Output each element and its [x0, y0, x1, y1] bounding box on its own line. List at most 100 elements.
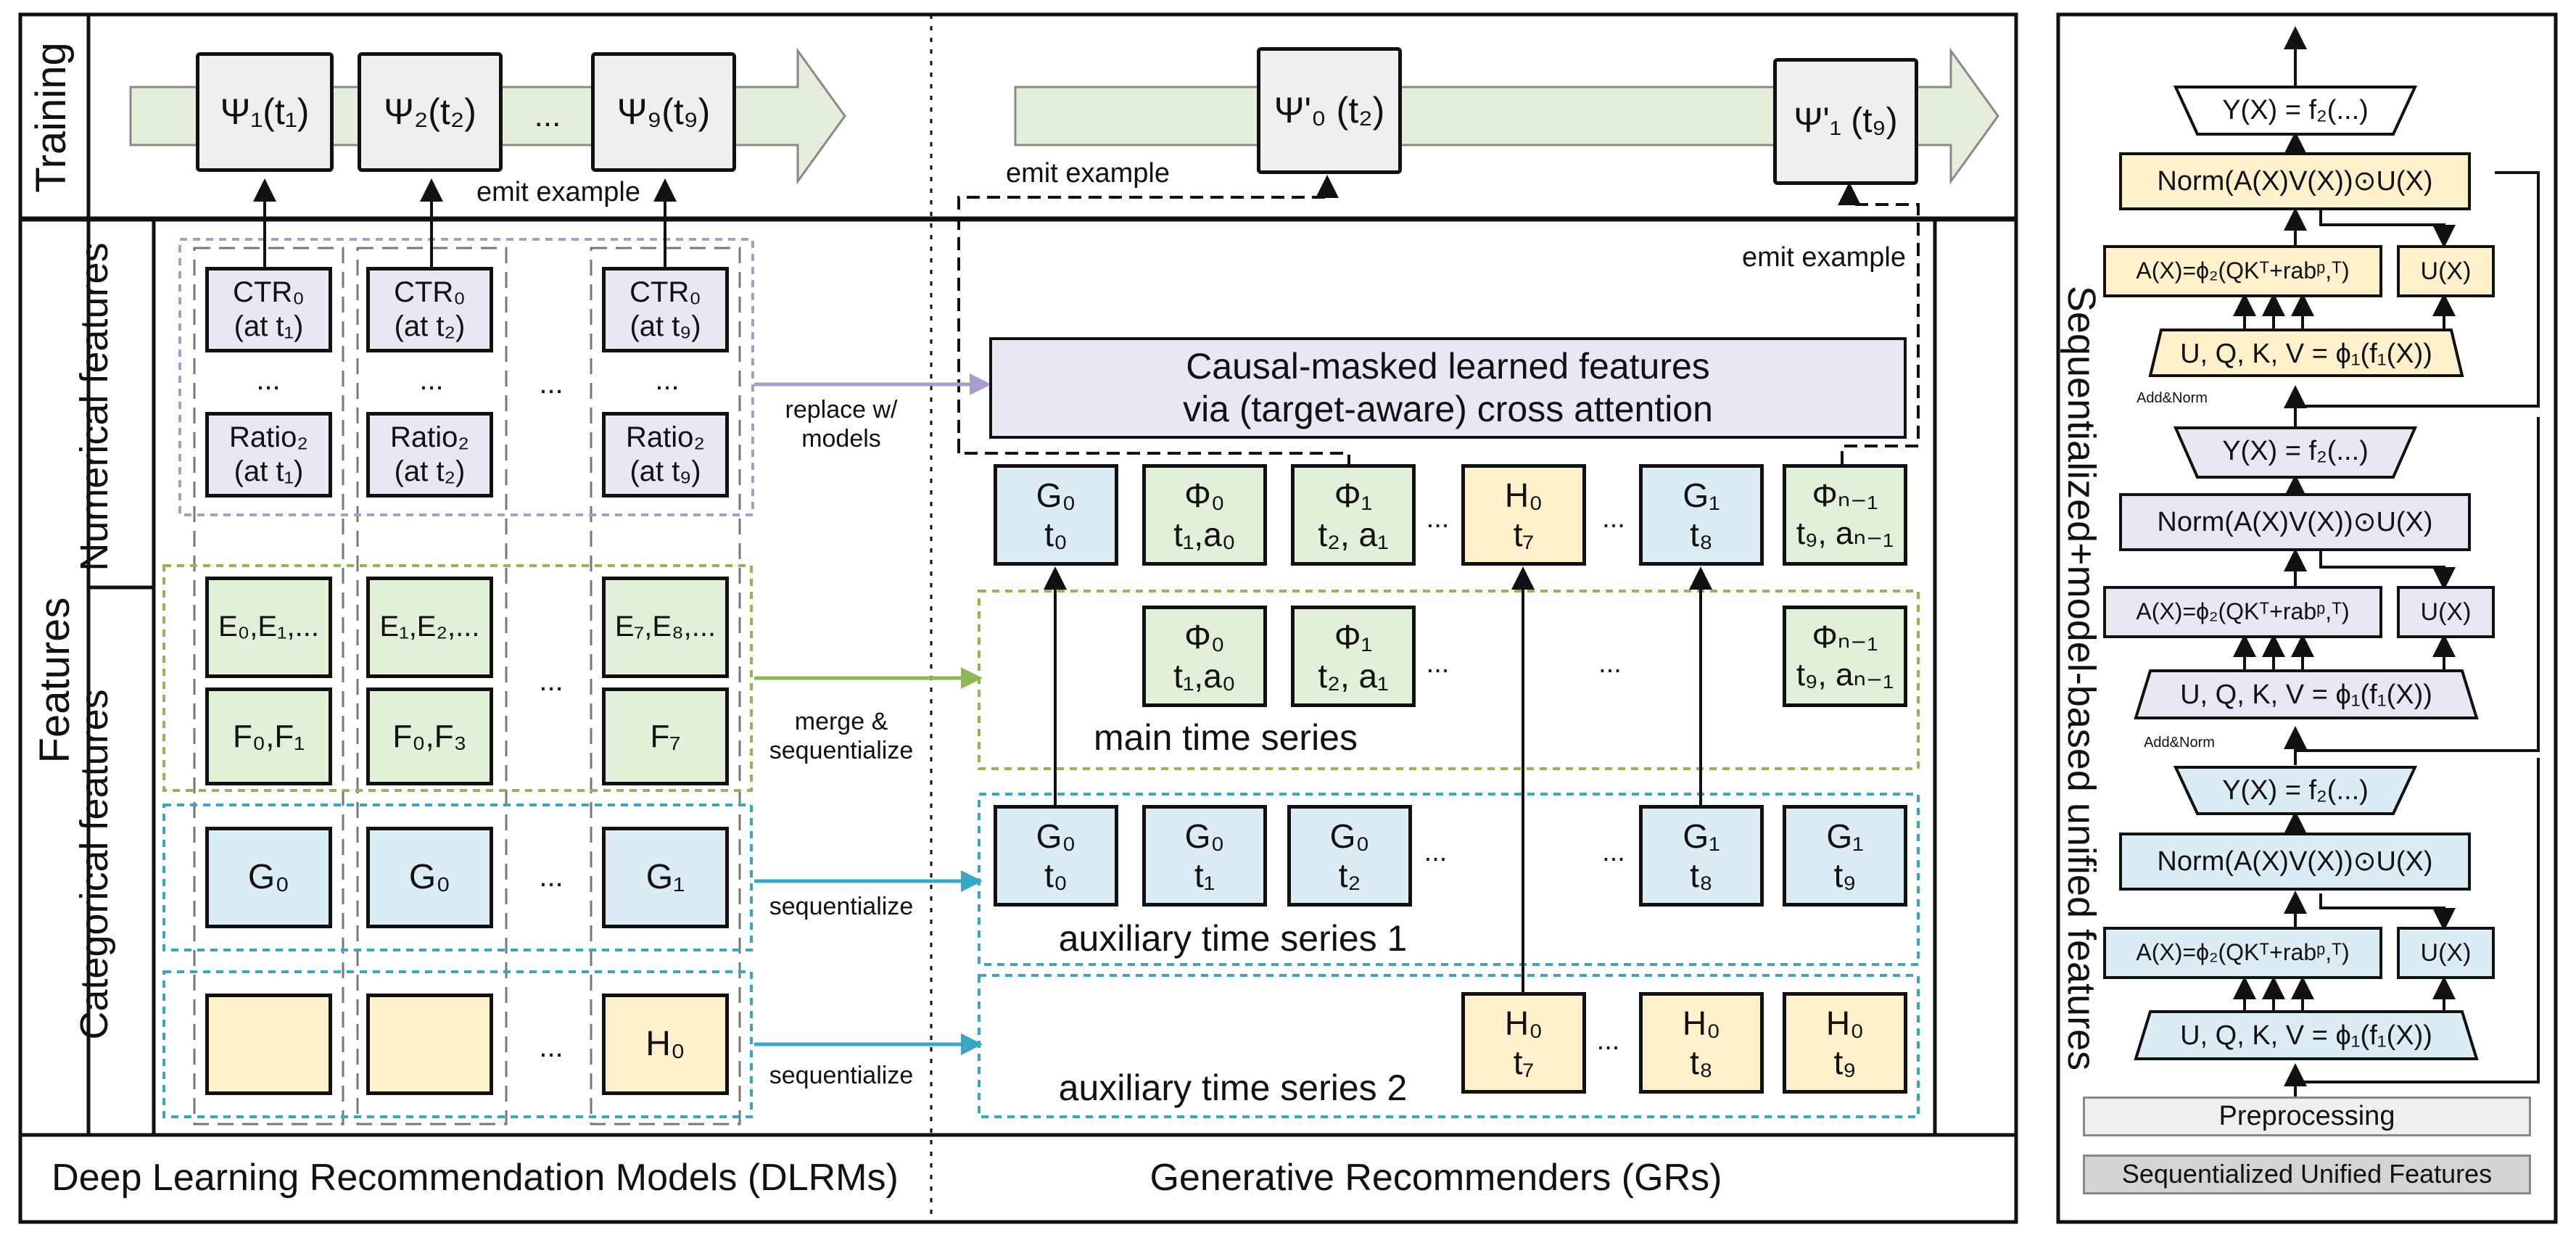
stack2-norm: Norm(A(X)V(X))⊙U(X): [2119, 493, 2471, 551]
stack1-uqkv-text: U, Q, K, V = ϕ₁(f₁(X)): [2180, 1020, 2432, 1051]
numerical-dots-4: ...: [655, 364, 680, 397]
main-dots-2: ...: [1598, 648, 1622, 679]
emit-label-right: emit example: [1742, 241, 1906, 273]
replace-label: replace w/models: [785, 395, 898, 453]
main-series-label: main time series: [1094, 717, 1358, 758]
h-box-t9: H₀: [602, 994, 729, 1095]
training-psi2: Ψ₂(t₂): [358, 52, 503, 172]
categorical-dots-1: ...: [539, 665, 564, 698]
g-box-t1: G₀: [205, 827, 332, 928]
aux1-series-label: auxiliary time series 1: [1058, 918, 1408, 959]
stack-preprocessing: Preprocessing: [2083, 1097, 2531, 1136]
stack-y-1: [2173, 766, 2418, 815]
g-box-t9: G₁: [602, 827, 729, 928]
stack2-uqkv-text: U, Q, K, V = ϕ₁(f₁(X)): [2180, 679, 2432, 710]
stack3-norm: Norm(A(X)V(X))⊙U(X): [2119, 152, 2471, 210]
ctr-box-t9: CTR₀(at t₉): [602, 267, 729, 352]
ctr-box-t1: CTR₀(at t₁): [205, 267, 332, 352]
stack-addnorm-1: Add&Norm: [2137, 390, 2208, 407]
categorical-dots-2: ...: [539, 861, 564, 893]
categorical-dots-3: ...: [539, 1031, 564, 1064]
ctr-box-t2: CTR₀(at t₂): [366, 267, 493, 352]
row-label-numerical: Numerical features: [73, 242, 116, 571]
bottom-label-dlrm: Deep Learning Recommendation Models (DLR…: [51, 1157, 899, 1199]
e-box-t2: E₁,E₂,...: [366, 577, 493, 678]
main-frame: [18, 12, 2018, 1224]
numerical-dots-3: ...: [539, 368, 564, 400]
stack3-a: A(X)=ϕ₂(QKᵀ+rabᵖ,ᵀ): [2103, 245, 2382, 297]
aux1-dots-2: ...: [1602, 836, 1625, 867]
stack-uqkv-2: [2134, 669, 2479, 719]
training-psi9: Ψ₉(t₉): [591, 52, 736, 172]
ratio-box-t2: Ratio₂(at t₂): [366, 412, 493, 497]
main-dots-1: ...: [1426, 648, 1450, 679]
f-box-t2: F₀,F₃: [366, 687, 493, 785]
g-box-t2: G₀: [366, 827, 493, 928]
row-label-features: Features: [30, 597, 78, 764]
training-psi1-prime: Ψ'₁ (t₉): [1773, 58, 1918, 185]
aux2-dots: ...: [1596, 1025, 1620, 1056]
stack3-uqkv-text: U, Q, K, V = ϕ₁(f₁(X)): [2180, 338, 2432, 369]
stack2-y-text: Y(X) = f₂(...): [2222, 435, 2369, 466]
stack-sequentialized-features: Sequentialized Unified Features: [2083, 1155, 2531, 1194]
numerical-dots-1: ...: [256, 364, 281, 397]
row-label-right: Sequentialized+model-based unified featu…: [2060, 285, 2103, 1071]
stack-uqkv-3: [2148, 329, 2464, 377]
training-psi0-prime: Ψ'₀ (t₂): [1257, 47, 1402, 174]
training-psi1: Ψ₁(t₁): [196, 52, 334, 172]
seq1-label: sequentialize: [769, 892, 914, 920]
stack-y-2: [2173, 426, 2418, 479]
training-band-right: [1014, 47, 1999, 185]
e-box-t9: E₇,E₈,...: [602, 577, 729, 678]
stack1-norm: Norm(A(X)V(X))⊙U(X): [2119, 833, 2471, 891]
stack2-a: A(X)=ϕ₂(QKᵀ+rabᵖ,ᵀ): [2103, 586, 2382, 638]
merge-label: merge &sequentialize: [769, 707, 914, 764]
top-dots-1: ...: [1426, 503, 1450, 534]
stack2-u: U(X): [2397, 586, 2495, 638]
training-ellipsis: ...: [534, 98, 561, 134]
aux2-series-label: auxiliary time series 2: [1058, 1068, 1408, 1108]
row-label-training: Training: [27, 42, 75, 193]
stack3-u: U(X): [2397, 245, 2495, 297]
stack-uqkv-1: [2134, 1010, 2479, 1060]
stack-frame: [2056, 12, 2558, 1224]
seq2-label: sequentialize: [769, 1061, 914, 1089]
ratio-box-t9: Ratio₂(at t₉): [602, 412, 729, 497]
bottom-label-gr: Generative Recommenders (GRs): [1149, 1157, 1722, 1199]
stack-addnorm-2: Add&Norm: [2144, 735, 2215, 751]
emit-label-left: emit example: [476, 176, 640, 207]
f-box-t9: F₇: [602, 687, 729, 785]
stack-y-3: [2173, 86, 2418, 136]
top-dots-2: ...: [1602, 503, 1625, 534]
e-box-t1: E₀,E₁,...: [205, 577, 332, 678]
stack1-a: A(X)=ϕ₂(QKᵀ+rabᵖ,ᵀ): [2103, 927, 2382, 979]
f-box-t1: F₀,F₁: [205, 687, 332, 785]
emit-label-mid: emit example: [1006, 157, 1170, 189]
stack3-y-text: Y(X) = f₂(...): [2222, 94, 2369, 125]
stack1-y-text: Y(X) = f₂(...): [2222, 775, 2369, 806]
h-box-t1: [205, 994, 332, 1095]
aux1-dots-1: ...: [1424, 836, 1448, 867]
h-box-t2: [366, 994, 493, 1095]
row-label-categorical: Categorical features: [73, 689, 116, 1040]
numerical-dots-2: ...: [419, 364, 444, 397]
